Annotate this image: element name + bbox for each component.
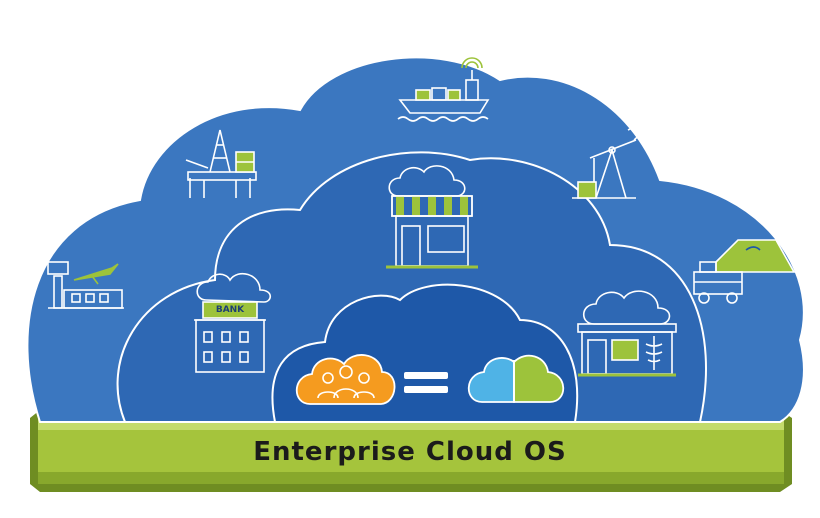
bank-icon [194, 272, 272, 373]
hybrid-cloud-icon [467, 354, 565, 403]
cargo-ship-icon [397, 57, 490, 122]
bank-sign-label: BANK [215, 305, 245, 315]
airport-icon [47, 261, 124, 309]
equals-icon [404, 372, 448, 393]
platform-title: Enterprise Cloud OS [253, 437, 567, 467]
oil-pump-icon [572, 124, 640, 199]
people-cloud-icon [295, 354, 396, 405]
pharmacy-icon [577, 290, 677, 377]
retail-store-icon [386, 165, 478, 269]
oil-rig-icon [185, 129, 257, 198]
military-tent-icon [693, 239, 796, 304]
